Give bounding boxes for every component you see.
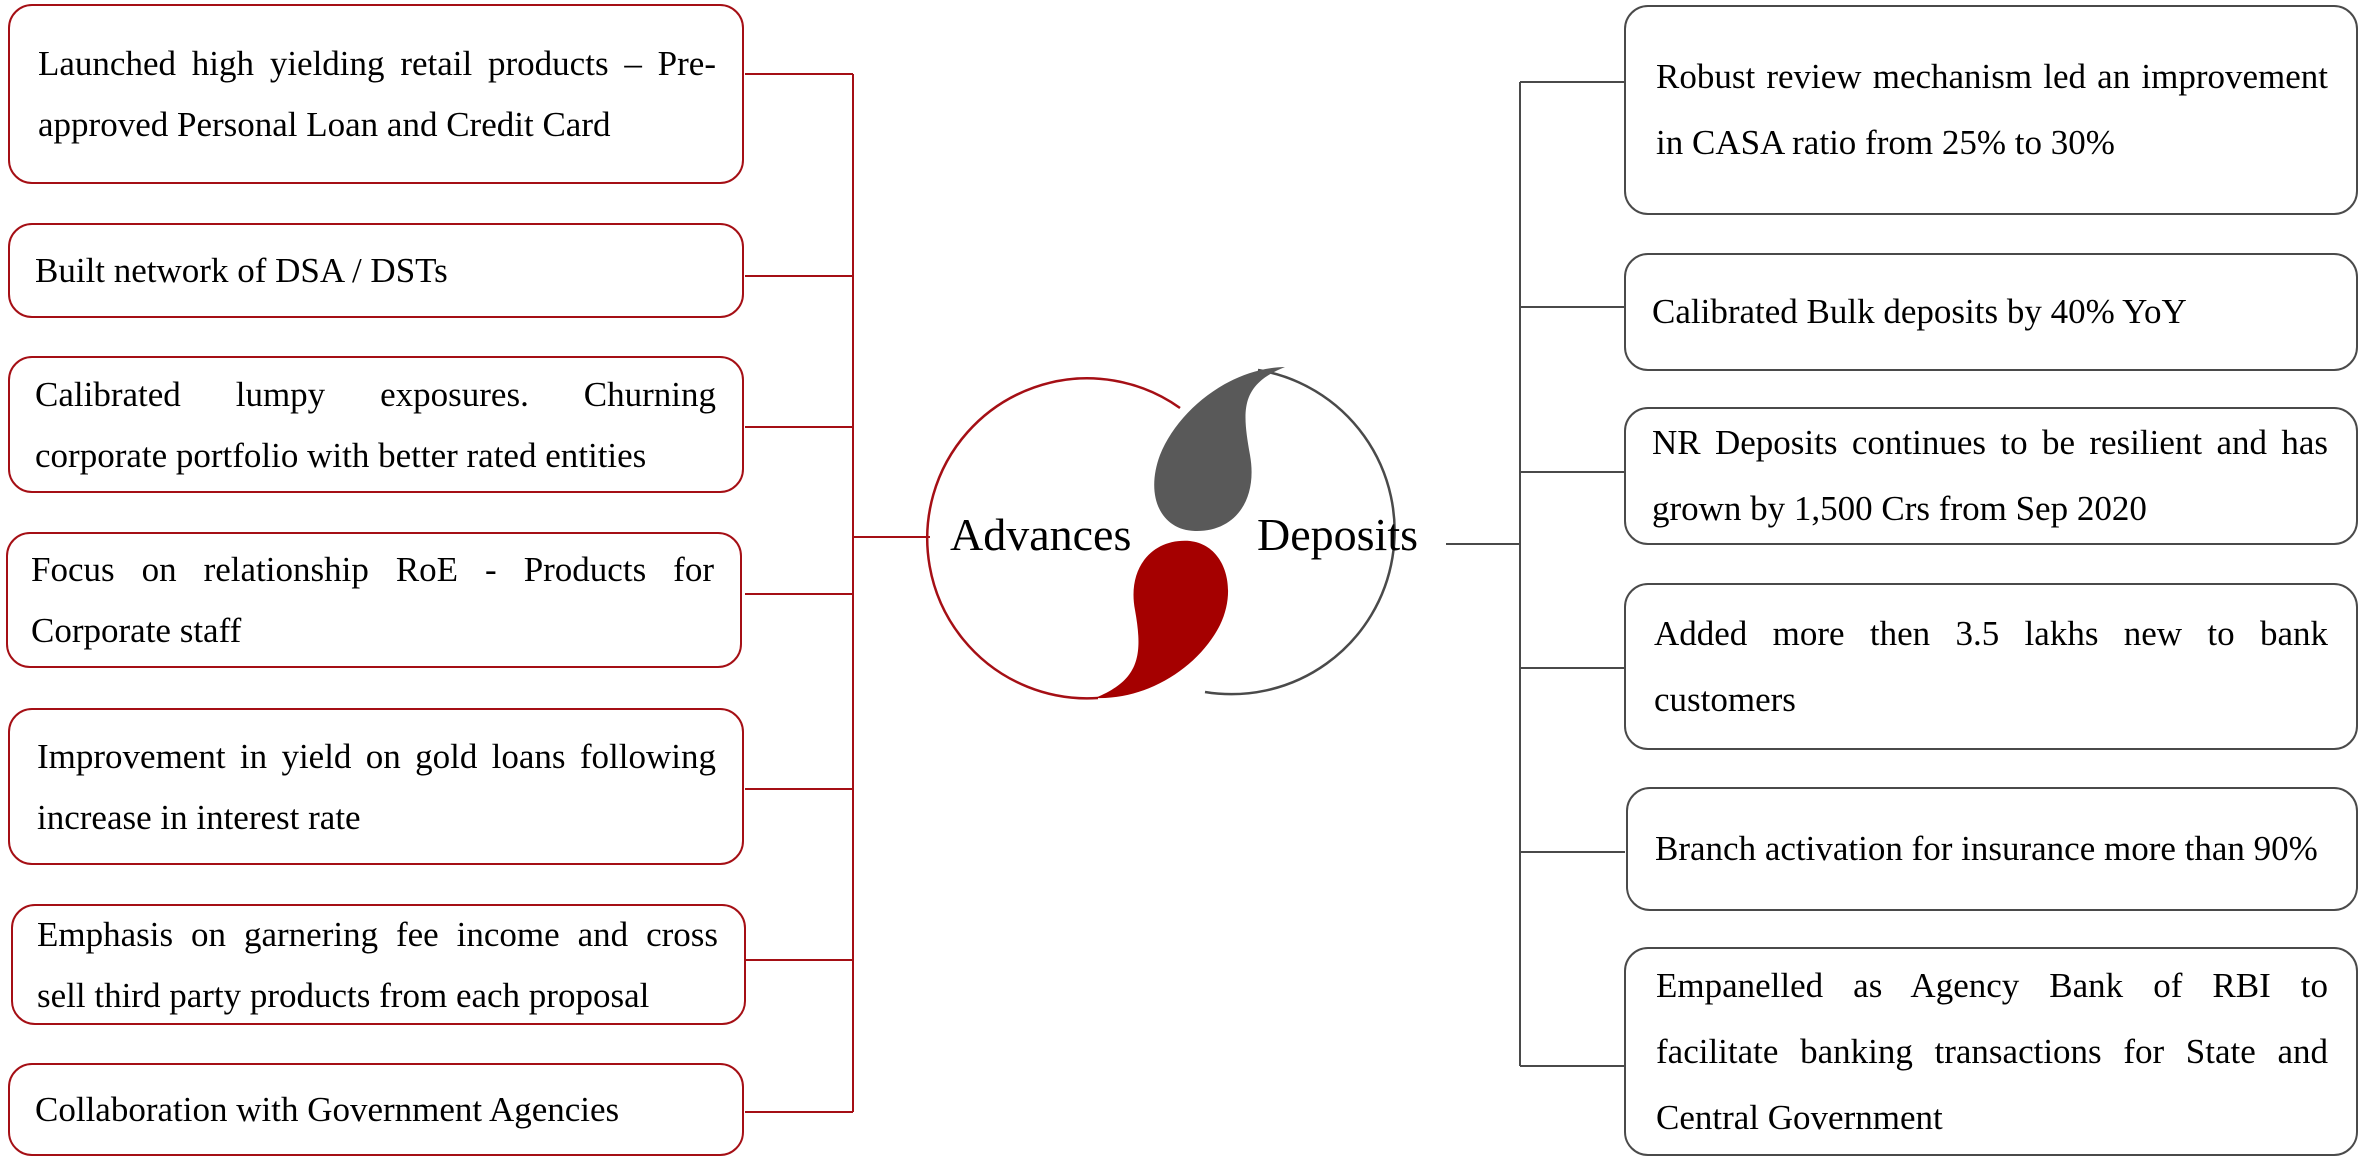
deposits-item-bulk-deposits: Calibrated Bulk deposits by 40% YoY — [1624, 253, 2358, 371]
advances-deposits-emblem — [926, 367, 1396, 700]
advances-item-gold-loans: Improvement in yield on gold loans follo… — [8, 708, 744, 865]
advances-circle — [926, 377, 1181, 700]
advances-item-fee-income: Emphasis on garnering fee income and cro… — [11, 904, 746, 1025]
deposits-item-branch-activation: Branch activation for insurance more tha… — [1626, 787, 2358, 911]
red-drop-shape — [1095, 540, 1229, 699]
advances-item-retail-products: Launched high yielding retail products –… — [8, 4, 744, 184]
deposits-item-rbi-agency-bank: Empanelled as Agency Bank of RBI to faci… — [1624, 947, 2358, 1156]
deposits-item-nr-deposits: NR Deposits continues to be resilient an… — [1624, 407, 2358, 545]
deposits-connectors — [1446, 81, 1625, 1067]
advances-connectors — [745, 73, 930, 1113]
deposits-item-new-customers: Added more then 3.5 lakhs new to bank cu… — [1624, 583, 2358, 750]
advances-item-lumpy-exposures: Calibrated lumpy exposures. Churning cor… — [8, 356, 744, 493]
advances-item-relationship-roe: Focus on relationship RoE - Products for… — [6, 532, 742, 668]
grey-drop-shape — [1154, 367, 1285, 532]
deposits-item-casa-ratio: Robust review mechanism led an improveme… — [1624, 5, 2358, 215]
deposits-label: Deposits — [1257, 509, 1418, 560]
advances-item-dsa-network: Built network of DSA / DSTs — [8, 223, 744, 318]
deposits-circle — [1204, 368, 1396, 696]
advances-item-government-agencies: Collaboration with Government Agencies — [8, 1063, 744, 1156]
advances-label: Advances — [950, 509, 1132, 560]
